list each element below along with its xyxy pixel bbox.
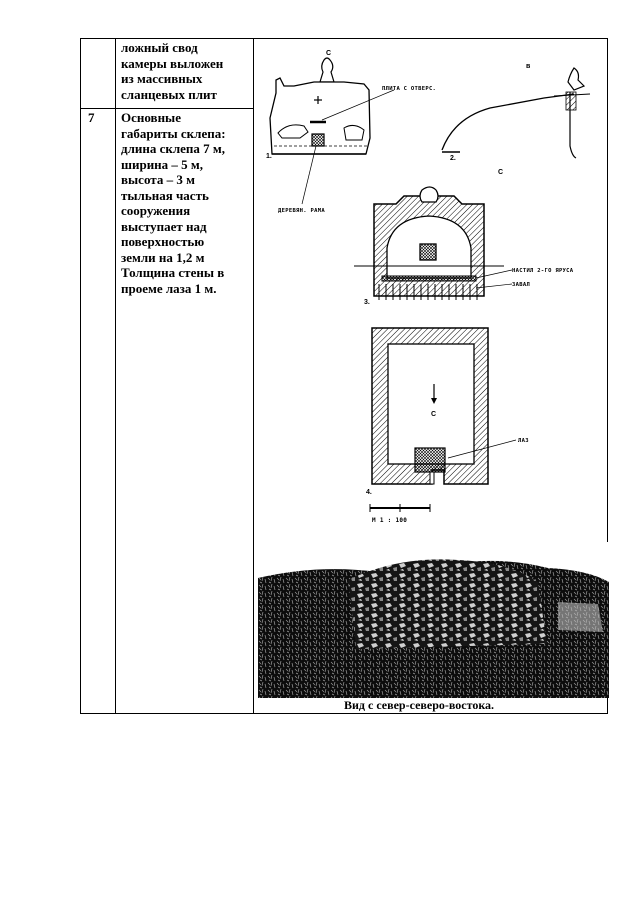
text-line: из массивных xyxy=(121,71,203,86)
row-number: 7 xyxy=(88,110,95,125)
fig4-north-letter: С xyxy=(431,411,436,418)
text-line: сланцевых плит xyxy=(121,86,217,102)
text-line: камеры выложен xyxy=(121,55,224,71)
fig1-number: 1. xyxy=(266,153,272,160)
scale-label: М 1 : 100 xyxy=(372,517,407,524)
text-line: проеме лаза 1 м. xyxy=(121,280,217,296)
fig1-plate-label: ПЛИТА С ОТВЕРС. xyxy=(382,86,436,92)
figure-4-plan: С ЛАЗ 4. xyxy=(366,327,529,496)
text-line: высота – 3 м xyxy=(121,172,195,187)
text-line: поверхностью xyxy=(121,234,205,249)
table-divider-2 xyxy=(253,38,254,714)
photograph xyxy=(258,542,609,698)
fig1-north-letter: С xyxy=(326,50,331,57)
text-line: сооружения xyxy=(121,203,191,218)
fig2-number: 2. xyxy=(450,155,456,162)
table-border-left xyxy=(80,38,81,714)
row-2-description: Основные габариты склепа: длина склепа 7… xyxy=(121,110,226,296)
figure-1-elevation: С ПЛИТА С ОТВЕРС. 1. ДЕРЕВЯН. РАМА xyxy=(266,50,436,214)
fig3-floor-label: НАСТИЛ 2-ГО ЯРУСА xyxy=(512,268,574,274)
text-line: Основные xyxy=(121,110,181,125)
table-border-right xyxy=(607,38,608,714)
text-line: габариты склепа: xyxy=(121,125,226,141)
document-table: ложный свод камеры выложен из массивных … xyxy=(80,38,609,714)
fig3-north-letter: С xyxy=(498,169,503,176)
fig4-number: 4. xyxy=(366,489,372,496)
architectural-drawings: С ПЛИТА С ОТВЕРС. 1. ДЕРЕВЯН. РАМА в xyxy=(266,50,591,524)
text-line: ложный свод xyxy=(121,40,198,55)
text-line: ширина – 5 м, xyxy=(121,156,204,172)
fig3-rubble-label: ЗАВАЛ xyxy=(512,282,530,288)
text-line: Толщина стены в xyxy=(121,265,225,280)
table-border-top xyxy=(80,38,608,39)
fig1-frame-label: ДЕРЕВЯН. РАМА xyxy=(278,208,325,214)
text-line: выступает над xyxy=(121,218,207,234)
text-line: земли на 1,2 м xyxy=(121,249,205,265)
row-1-description: ложный свод камеры выложен из массивных … xyxy=(121,40,223,102)
scale-bar: М 1 : 100 xyxy=(369,504,431,524)
table-divider-1 xyxy=(115,38,116,714)
text-line: тыльная часть xyxy=(121,187,209,203)
figure-3-section: С НАСТИЛ 2-ГО ЯРУСА ЗАВАЛ 3. xyxy=(354,169,574,306)
row-divider xyxy=(80,108,254,109)
photo-caption: Вид с север-северо-востока. xyxy=(344,698,495,712)
figure-2-profile: в 2. xyxy=(441,63,591,162)
fig4-entry-label: ЛАЗ xyxy=(518,438,529,444)
text-line: длина склепа 7 м, xyxy=(121,141,226,156)
fig3-number: 3. xyxy=(364,299,370,306)
fig2-letter: в xyxy=(526,63,531,70)
table-border-bottom xyxy=(80,713,608,714)
